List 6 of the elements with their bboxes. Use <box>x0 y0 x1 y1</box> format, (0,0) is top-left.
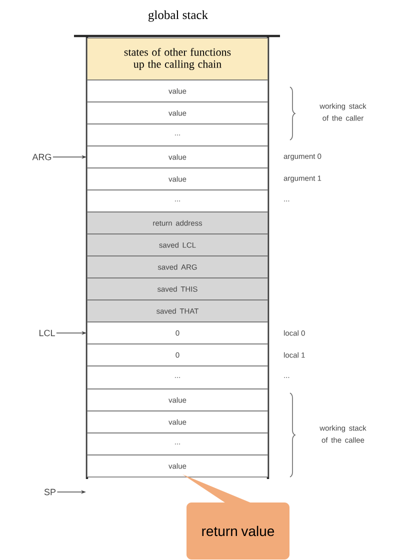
title: global stack <box>148 10 208 22</box>
callout-pointer <box>182 474 252 504</box>
header-cell: states of other functions up the calling chain <box>86 38 268 80</box>
pointer-label: ARG <box>32 154 52 160</box>
pointer-label: SP <box>44 488 56 496</box>
pointer-label: LCL <box>39 330 55 336</box>
